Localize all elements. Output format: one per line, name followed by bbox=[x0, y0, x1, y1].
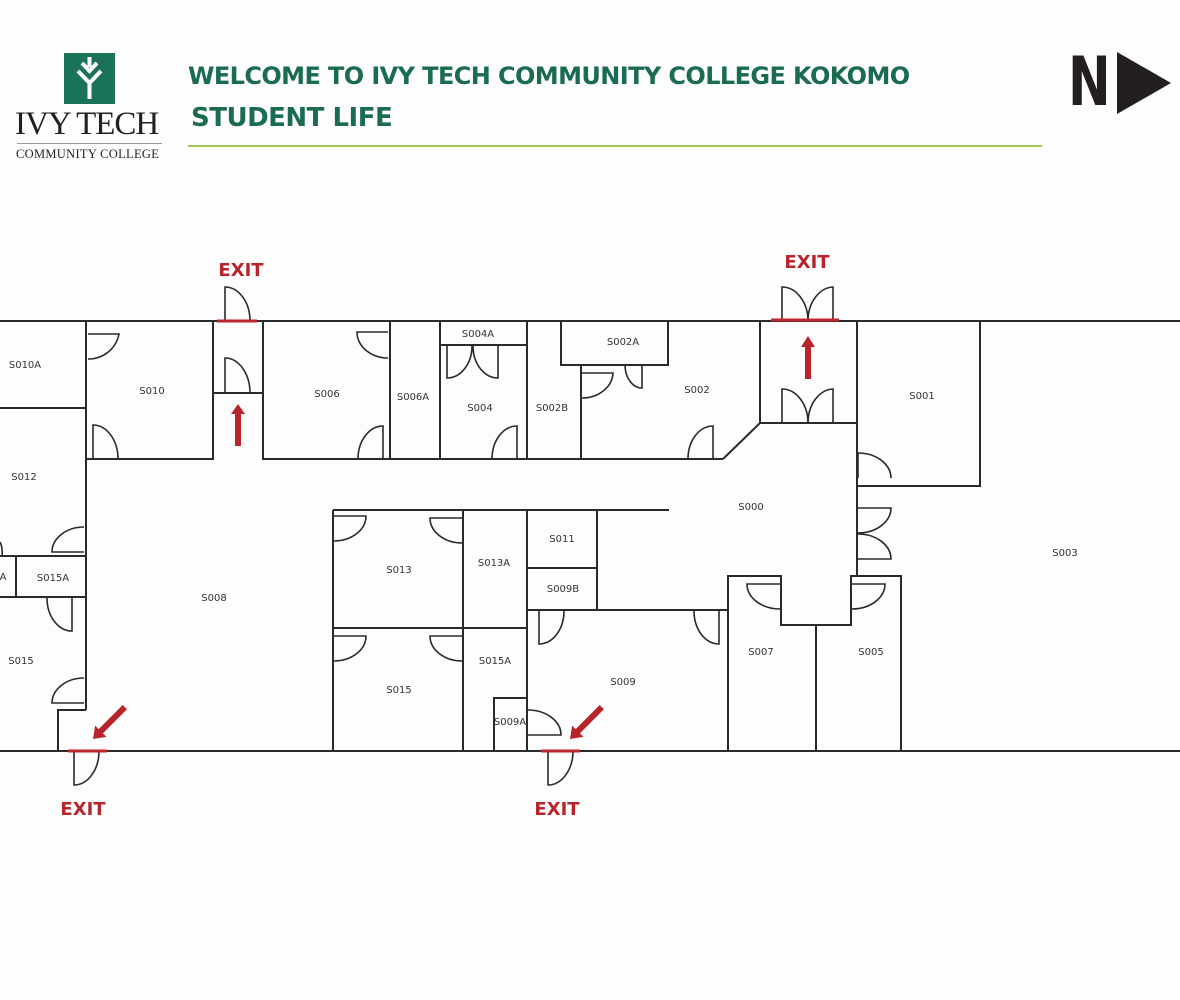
room-label: S015A bbox=[37, 573, 69, 584]
logo-divider bbox=[17, 143, 162, 144]
compass-letter: N bbox=[1068, 43, 1111, 122]
room-label: S009 bbox=[610, 677, 635, 688]
room-label: S001 bbox=[909, 391, 934, 402]
logo-wordmark: IVY TECH bbox=[15, 106, 159, 142]
room-label: S012 bbox=[11, 472, 36, 483]
exit-arrow-up-icon bbox=[801, 336, 815, 379]
room-label: S005 bbox=[858, 647, 883, 658]
room-label: S000 bbox=[738, 502, 763, 513]
room-label: S002B bbox=[536, 403, 568, 414]
room-label: S010A bbox=[9, 360, 41, 371]
doors bbox=[0, 286, 892, 786]
exit-arrow-down-left-icon bbox=[570, 705, 604, 739]
room-label: S009A bbox=[494, 717, 526, 728]
room-labels: S010A S010 S006 S006A S004A S004 S002B S… bbox=[0, 329, 1078, 728]
room-label: S011 bbox=[549, 534, 574, 545]
exit-markers: EXIT EXIT EXIT EXIT bbox=[60, 252, 839, 820]
room-label: S003 bbox=[1052, 548, 1077, 559]
exit-label: EXIT bbox=[218, 260, 264, 281]
logo-subtitle: COMMUNITY COLLEGE bbox=[16, 147, 160, 161]
room-label: S004 bbox=[467, 403, 492, 414]
room-label: A bbox=[0, 572, 7, 583]
title-divider bbox=[188, 145, 1042, 147]
room-label: S006A bbox=[397, 392, 429, 403]
room-label: S013A bbox=[478, 558, 510, 569]
room-label: S015 bbox=[8, 656, 33, 667]
room-label: S002 bbox=[684, 385, 709, 396]
room-label: S002A bbox=[607, 337, 639, 348]
walls bbox=[0, 320, 1180, 752]
room-label: S008 bbox=[201, 593, 226, 604]
room-label: S006 bbox=[314, 389, 339, 400]
page-title: WELCOME TO IVY TECH COMMUNITY COLLEGE KO… bbox=[188, 62, 910, 90]
page-subtitle: STUDENT LIFE bbox=[191, 103, 393, 133]
ivy-leaf-glyph bbox=[76, 57, 103, 99]
room-label: S004A bbox=[462, 329, 494, 340]
exit-arrow-up-icon bbox=[231, 404, 245, 446]
room-label: S015 bbox=[386, 685, 411, 696]
room-label: S009B bbox=[547, 584, 579, 595]
room-label: S007 bbox=[748, 647, 773, 658]
north-arrow-icon bbox=[1117, 52, 1171, 114]
exit-arrow-down-left-icon bbox=[93, 705, 127, 739]
exit-label: EXIT bbox=[784, 252, 830, 273]
exit-label: EXIT bbox=[60, 799, 106, 820]
room-label: S013 bbox=[386, 565, 411, 576]
room-label: S015A bbox=[479, 656, 511, 667]
room-label: S010 bbox=[139, 386, 164, 397]
exit-label: EXIT bbox=[534, 799, 580, 820]
ivy-leaf-icon bbox=[64, 53, 115, 104]
